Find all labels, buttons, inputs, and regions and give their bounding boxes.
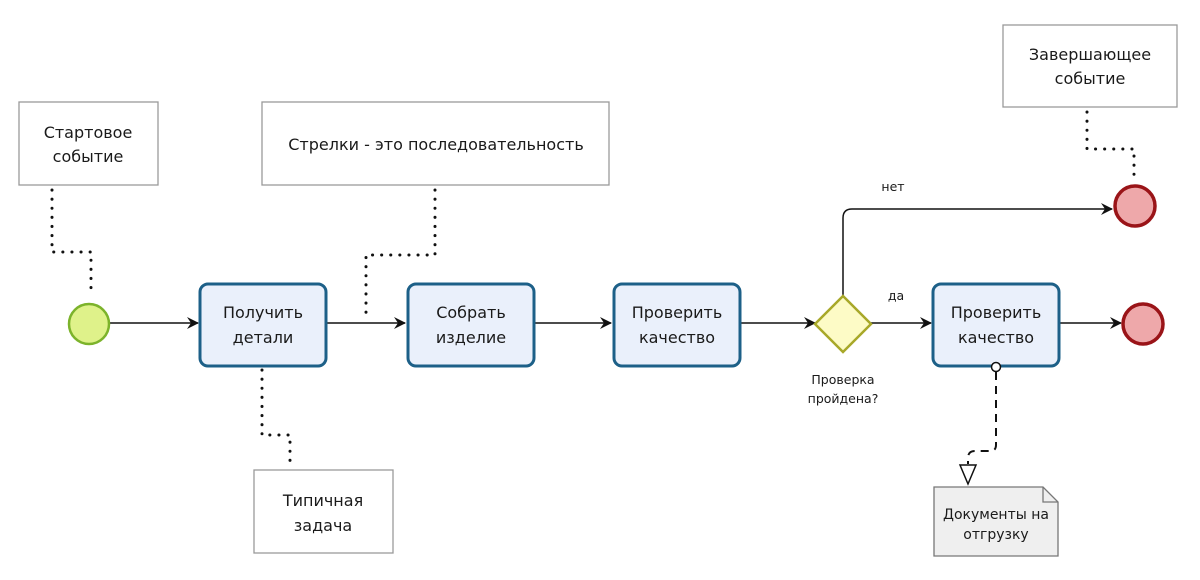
task-check-quality[interactable]: Проверить качество xyxy=(612,282,742,368)
task-assemble-product[interactable]: Собрать изделие xyxy=(406,282,536,368)
annotation-task[interactable]: Типичная задача xyxy=(253,469,394,554)
task-label: Получить xyxy=(223,303,303,322)
yes-label: да xyxy=(888,288,904,303)
annotation-arrows[interactable]: Стрелки - это последовательность xyxy=(261,101,610,186)
task-label: Собрать xyxy=(436,303,506,322)
task-label: Проверить xyxy=(951,303,1042,322)
data-association-arrowhead xyxy=(958,464,978,486)
task-label: качество xyxy=(958,328,1034,347)
data-object-label: отгрузку xyxy=(963,527,1028,543)
flow-gateway-no[interactable] xyxy=(842,203,1113,296)
end-event-success[interactable] xyxy=(1121,302,1165,346)
annotation-text: задача xyxy=(294,516,352,535)
task-label: Проверить xyxy=(632,303,723,322)
data-object-label: Документы на xyxy=(943,507,1049,523)
annotation-text: Стартовое xyxy=(44,123,133,142)
annotation-text: Стрелки - это последовательность xyxy=(288,135,584,154)
annotation-text: Типичная xyxy=(282,491,363,510)
task-check-quality-2[interactable]: Проверить качество xyxy=(931,282,1061,368)
association-start xyxy=(50,188,93,298)
annotation-end-event[interactable]: Завершающее событие xyxy=(1002,24,1178,108)
annotation-text: Завершающее xyxy=(1029,45,1151,64)
annotation-text: событие xyxy=(1055,69,1126,88)
data-association-origin xyxy=(990,361,1002,373)
task-get-parts[interactable]: Получить детали xyxy=(198,282,328,368)
no-label: нет xyxy=(881,179,904,194)
exclusive-gateway[interactable] xyxy=(813,294,873,354)
task-label: детали xyxy=(233,328,294,347)
end-event-fail[interactable] xyxy=(1113,184,1157,228)
gateway-label: пройдена? xyxy=(808,391,879,406)
association-end xyxy=(1085,110,1136,184)
folded-corner-icon xyxy=(1042,487,1058,503)
association-arrows xyxy=(364,188,437,316)
gateway-label: Проверка xyxy=(811,372,874,387)
association-task xyxy=(260,368,292,470)
data-association xyxy=(967,372,997,464)
task-label: качество xyxy=(639,328,715,347)
task-label: изделие xyxy=(436,328,506,347)
start-event[interactable] xyxy=(67,302,111,346)
annotation-start-event[interactable]: Стартовое событие xyxy=(18,101,159,186)
data-object-shipping-docs[interactable]: Документы на отгрузку xyxy=(933,486,1059,557)
annotation-text: событие xyxy=(53,147,124,166)
